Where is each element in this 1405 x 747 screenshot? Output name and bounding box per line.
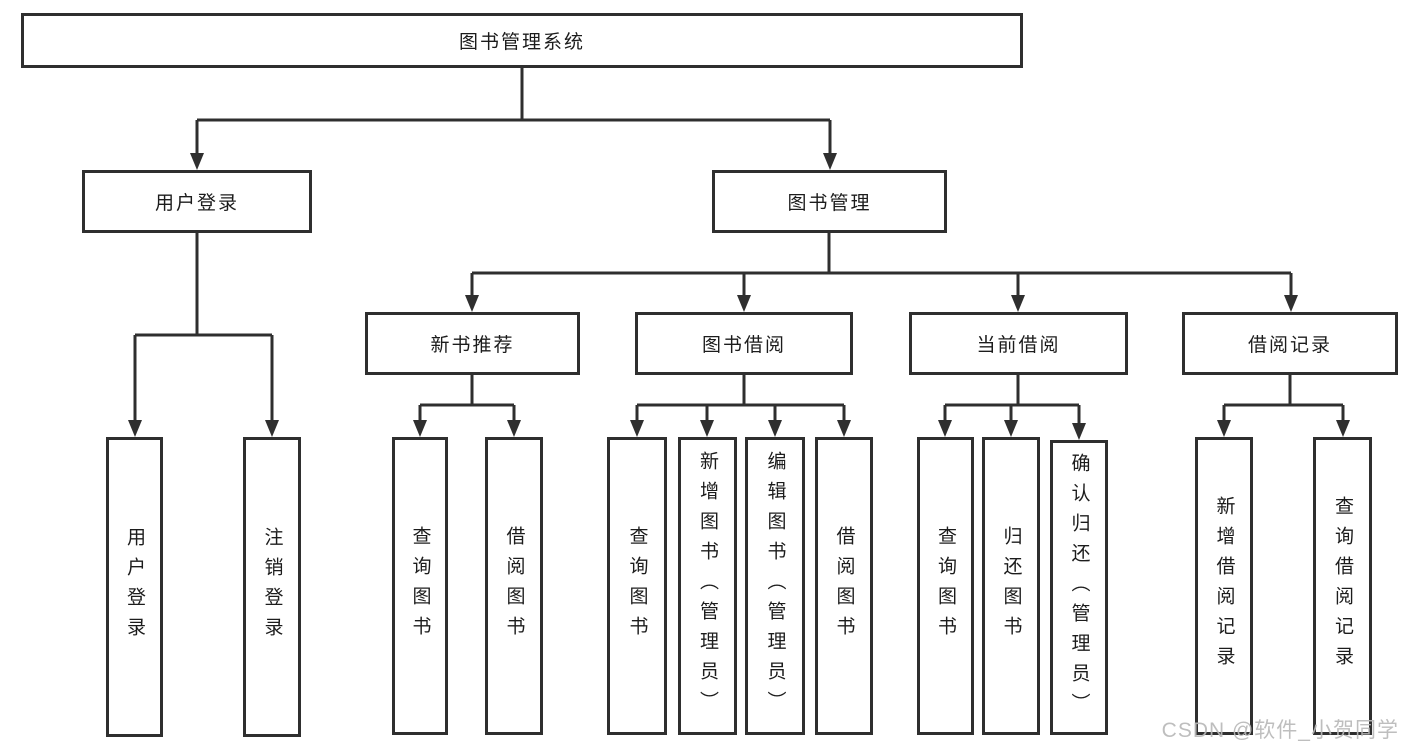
connector-user-login [133,233,274,422]
leaf-query-borrow-record: 查询借阅记录 [1313,437,1372,735]
node-new-book-recommend: 新书推荐 [365,312,580,375]
connector-book-management [470,233,1293,297]
connector-root [195,68,832,155]
node-current-borrow: 当前借阅 [909,312,1128,375]
leaf-return-books: 归还图书 [982,437,1040,735]
leaf-query-books-current: 查询图书 [917,437,974,735]
leaf-add-borrow-record: 新增借阅记录 [1195,437,1253,735]
leaf-borrow-books-recommend: 借阅图书 [485,437,543,735]
node-book-borrow: 图书借阅 [635,312,853,375]
node-root: 图书管理系统 [21,13,1023,68]
connector-current-borrow [943,375,1081,425]
leaf-borrow-books: 借阅图书 [815,437,873,735]
leaf-user-login: 用户登录 [106,437,163,737]
leaf-confirm-return-admin: 确认归还（管理员） [1050,440,1108,735]
leaf-edit-book-admin: 编辑图书（管理员） [745,437,805,735]
leaf-add-book-admin: 新增图书（管理员） [678,437,737,735]
node-borrow-records: 借阅记录 [1182,312,1398,375]
watermark: CSDN @软件_小贺同学 [1161,719,1399,742]
leaf-query-books-borrow: 查询图书 [607,437,667,735]
leaf-logout: 注销登录 [243,437,301,737]
connector-book-borrow [635,375,846,422]
connector-new-book [418,375,516,422]
node-user-login: 用户登录 [82,170,312,233]
leaf-query-books-recommend: 查询图书 [392,437,448,735]
connector-borrow-records [1222,375,1345,422]
node-book-management: 图书管理 [712,170,947,233]
